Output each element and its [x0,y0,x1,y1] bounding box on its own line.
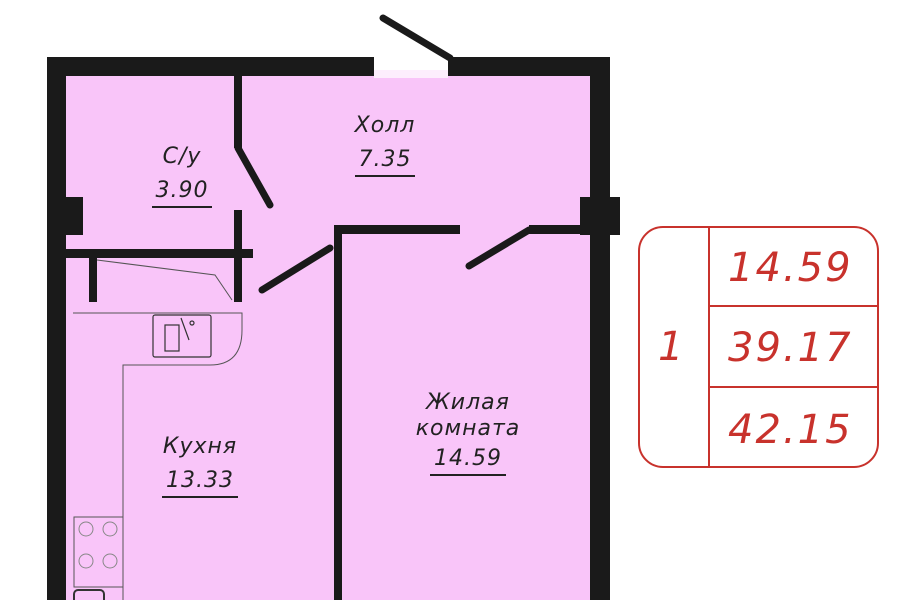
room-living: Жилая комната 14.59 [400,392,536,476]
living-area: 14.59 [728,245,853,291]
entrance-door [379,14,454,62]
room-kitchen: Кухня 13.33 [150,436,250,498]
room-hall: Холл 7.35 [340,115,430,177]
room-area: 7.35 [354,149,416,177]
total-area-with-balcony: 42.15 [728,407,853,453]
room-area: 13.33 [162,470,238,498]
entry-gap [374,70,448,78]
room-name: Холл [354,113,416,138]
room-name: Жилая [426,390,510,415]
room-area: 3.90 [151,180,213,208]
total-area: 39.17 [728,325,853,371]
doors [234,14,533,294]
walls [47,57,620,600]
stove-icon [78,521,118,569]
summary-table [638,226,879,468]
room-bathroom: С/у 3.90 [140,146,224,208]
living-room-door [465,226,533,270]
room-name: комната [415,416,521,441]
rooms-count: 1 [658,324,686,370]
bathroom-door [234,144,274,209]
sink-icon [152,314,212,358]
room-name: С/у [162,144,202,169]
room-name: Кухня [162,434,238,459]
room-area: 14.59 [430,448,506,476]
kitchen-counter [73,259,243,600]
kitchen-door [258,244,334,294]
fridge-icon [73,589,105,600]
